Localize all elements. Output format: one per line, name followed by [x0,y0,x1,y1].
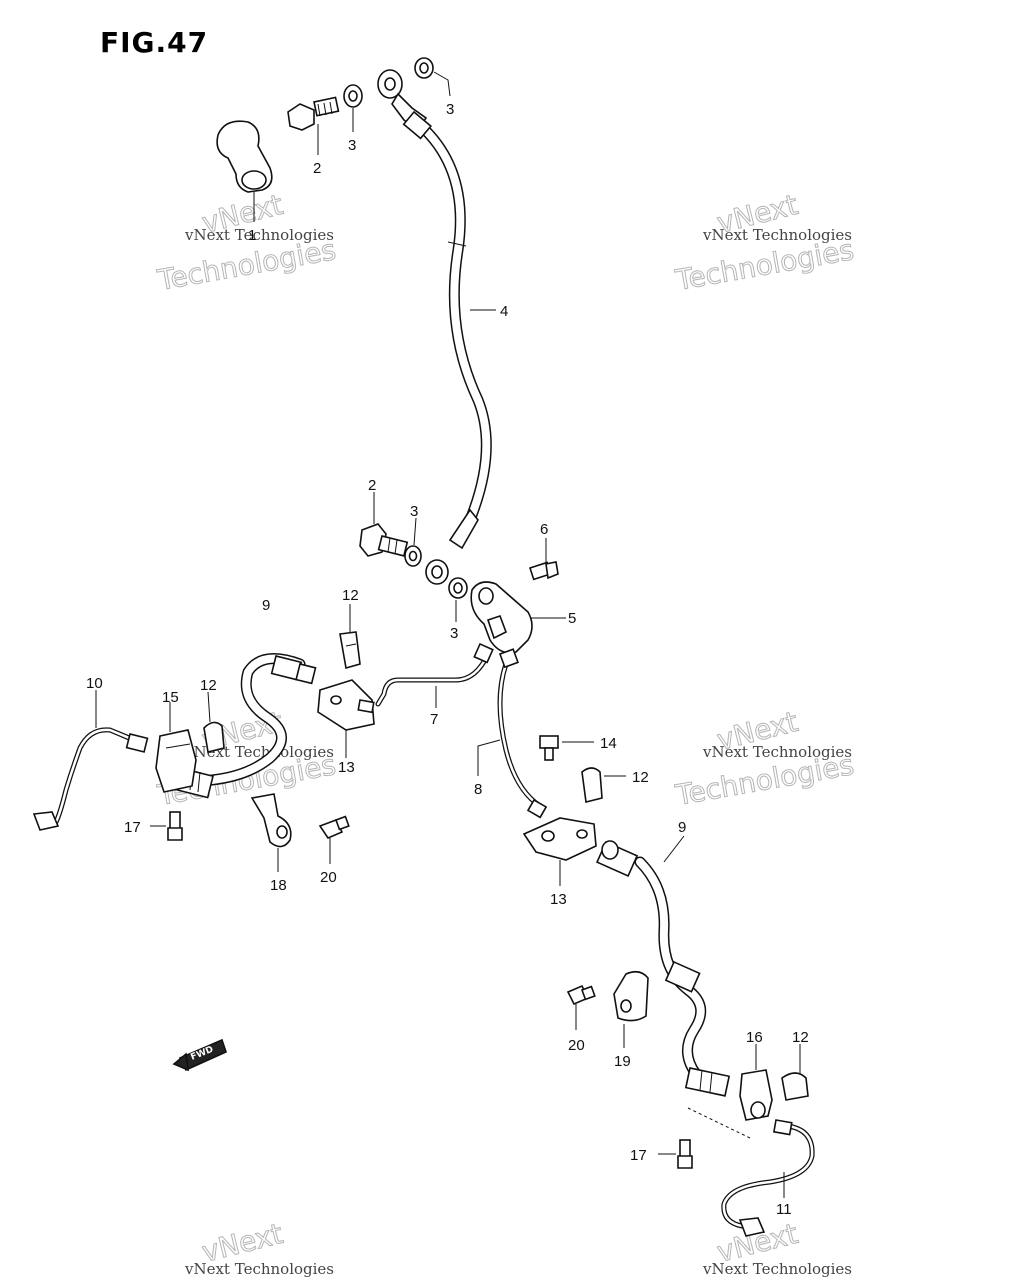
part-13-bracket [317,679,375,758]
part-4-brake-hose [377,69,496,585]
callout-10: 10 [86,675,103,692]
part-3-washer [448,577,468,622]
part-10-brake-pipe [32,690,149,831]
part-11-brake-pipe [721,1119,815,1237]
callout-3: 3 [450,625,458,642]
part-20-bolt [318,815,350,864]
part-8-brake-pipe [477,648,548,819]
callout-15: 15 [162,689,179,706]
callout-1: 1 [248,227,256,244]
part-12-clip [339,604,361,670]
callout-12: 12 [792,1029,809,1046]
part-6-bolt [528,538,559,581]
watermark-left-bottom: vNext vNext Technologies [184,1216,334,1278]
callout-3: 3 [410,503,418,520]
watermark-right-mid: vNext vNext Technologies Technologies [672,704,857,812]
callout-17: 17 [630,1147,647,1164]
part-7-brake-pipe [375,642,494,708]
callout-18: 18 [270,877,287,894]
callout-20: 20 [568,1037,585,1054]
watermark-small-text: vNext Technologies [702,226,852,244]
callout-12: 12 [200,677,217,694]
callout-12: 12 [632,769,649,786]
callout-14: 14 [600,735,617,752]
part-2-union-bolt [287,96,340,155]
callout-8: 8 [474,781,482,798]
part-20-bolt [566,984,596,1030]
callout-2: 2 [313,160,321,177]
part-2-union-bolt [359,492,409,557]
part-19-hose-guide [613,970,649,1048]
callout-4: 4 [500,303,508,320]
part-3-washer [343,84,363,132]
callout-3: 3 [348,137,356,154]
part-17-bolt [150,811,183,841]
watermark-small-text: vNext Technologies [184,226,334,244]
callout-7: 7 [430,711,438,728]
callout-17: 17 [124,819,141,836]
part-9-brake-hose [173,653,317,799]
callout-11: 11 [776,1201,792,1218]
callout-3: 3 [446,101,454,118]
part-12-clip [203,691,225,753]
part-9-brake-hose [595,835,731,1097]
part-16-three-way-fitting [739,1044,773,1121]
callout-13: 13 [338,759,355,776]
forward-direction-arrow: FWD [172,1038,227,1072]
part-1-cap [216,120,273,222]
callout-19: 19 [614,1053,631,1070]
part-14-bolt [539,735,594,761]
watermark-right-bottom: vNext vNext Technologies [702,1216,852,1278]
part-13-bracket [522,817,597,886]
part-5-three-way-joint [470,581,566,654]
part-12-clip [781,1044,809,1101]
watermark-small-text: vNext Technologies [184,1260,334,1278]
watermark-small-text: vNext Technologies [702,743,852,761]
callout-12: 12 [342,587,359,604]
figure-title: FIG.47 [100,26,209,59]
callout-2: 2 [368,477,376,494]
callout-9: 9 [678,819,686,836]
watermark-left-top: vNext vNext Technologies Technologies [154,187,339,297]
part-12-clip [581,767,626,803]
part-18-hose-guide [250,793,292,872]
watermark-right-top: vNext vNext Technologies Technologies [672,187,857,297]
callout-labels: 1 2 3 3 4 2 3 3 6 5 9 12 10 15 12 7 13 1… [86,101,809,1218]
callout-13: 13 [550,891,567,908]
part-3-washer [404,517,422,567]
part-3-washer [414,57,451,97]
callout-6: 6 [540,521,548,538]
callout-9: 9 [262,597,270,614]
part-15-three-way-fitting [155,702,197,793]
callout-5: 5 [568,610,576,627]
part-17-bolt [658,1107,751,1169]
watermark-small-text: vNext Technologies [702,1260,852,1278]
callout-20: 20 [320,869,337,886]
callout-16: 16 [746,1029,763,1046]
